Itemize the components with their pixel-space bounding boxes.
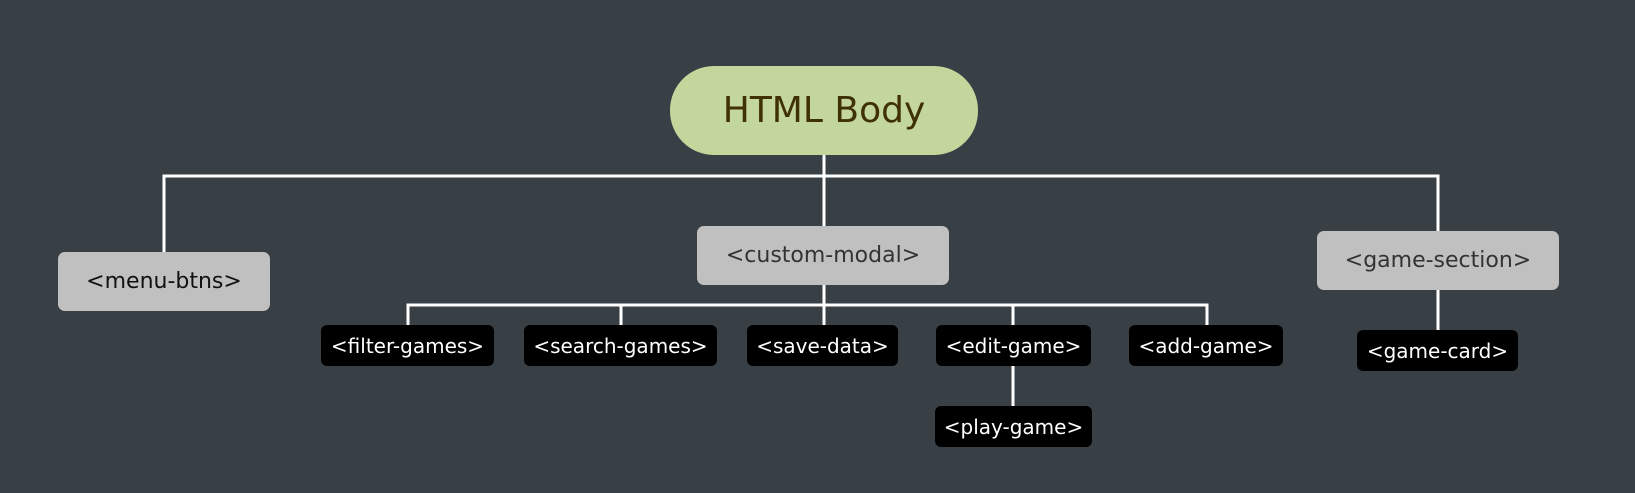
node-custom-modal: <custom-modal> [697,226,949,285]
node-filter-games: <filter-games> [321,325,494,366]
node-game-card: <game-card> [1357,330,1518,371]
node-game-section: <game-section> [1317,231,1559,290]
node-edit-game: <edit-game> [936,325,1091,366]
root-node-html-body: HTML Body [670,66,978,155]
node-search-games: <search-games> [524,325,717,366]
node-add-game: <add-game> [1129,325,1283,366]
node-menu-btns: <menu-btns> [58,252,270,311]
node-save-data: <save-data> [747,325,898,366]
node-play-game: <play-game> [935,406,1092,447]
